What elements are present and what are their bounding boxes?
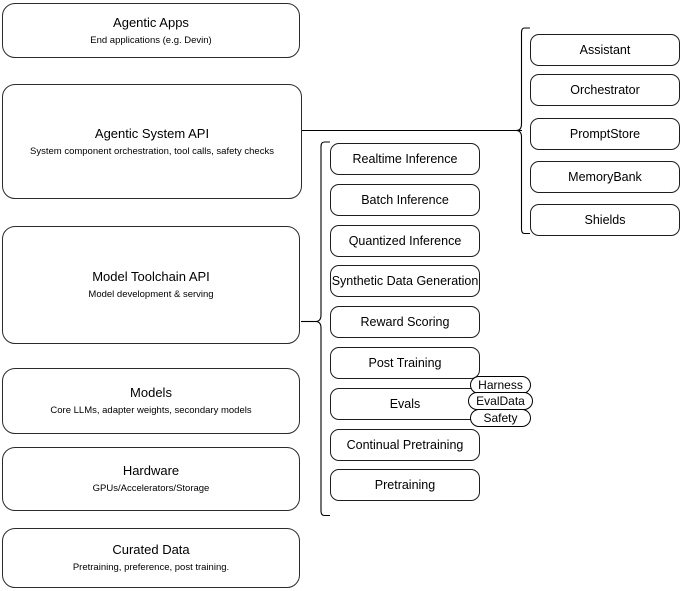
- layer-hardware[interactable]: Hardware GPUs/Accelerators/Storage: [2, 447, 300, 511]
- component-label: Orchestrator: [570, 82, 640, 97]
- layer-title: Models: [130, 385, 172, 400]
- component-label: MemoryBank: [568, 169, 642, 184]
- layer-title: Agentic Apps: [113, 14, 189, 30]
- layer-model-toolchain-api[interactable]: Model Toolchain API Model development & …: [2, 226, 300, 344]
- eval-tag-evaldata[interactable]: EvalData: [468, 392, 533, 410]
- layer-title: Model Toolchain API: [92, 269, 210, 284]
- capability-synthetic-data-generation[interactable]: Synthetic Data Generation: [330, 265, 480, 297]
- component-orchestrator[interactable]: Orchestrator: [530, 74, 680, 106]
- capability-label: Synthetic Data Generation: [331, 273, 479, 288]
- component-label: Shields: [584, 212, 626, 227]
- eval-tag-label: Harness: [478, 378, 523, 392]
- capability-label: Evals: [389, 396, 421, 411]
- eval-tag-label: Safety: [483, 411, 518, 425]
- capability-label: Continual Pretraining: [346, 437, 464, 452]
- component-assistant[interactable]: Assistant: [530, 34, 680, 66]
- component-memorybank[interactable]: MemoryBank: [530, 161, 680, 193]
- layer-agentic-system-api[interactable]: Agentic System API System component orch…: [2, 84, 302, 199]
- layer-title: Agentic System API: [94, 125, 210, 141]
- agentic-components-brace: [515, 27, 530, 235]
- layer-subtitle: Model development & serving: [88, 289, 214, 300]
- component-promptstore[interactable]: PromptStore: [530, 118, 680, 150]
- capability-realtime-inference[interactable]: Realtime Inference: [330, 143, 480, 175]
- layer-agentic-apps[interactable]: Agentic Apps End applications (e.g. Devi…: [2, 3, 300, 58]
- capability-reward-scoring[interactable]: Reward Scoring: [330, 306, 480, 338]
- capability-continual-pretraining[interactable]: Continual Pretraining: [330, 429, 480, 461]
- capability-label: Quantized Inference: [348, 233, 462, 248]
- layer-subtitle: System component orchestration, tool cal…: [30, 145, 274, 157]
- capability-pretraining[interactable]: Pretraining: [330, 469, 480, 501]
- eval-tag-label: EvalData: [476, 394, 525, 408]
- capability-label: Realtime Inference: [352, 151, 458, 166]
- layer-title: Curated Data: [112, 542, 190, 557]
- layer-subtitle: End applications (e.g. Devin): [90, 34, 212, 46]
- toolchain-capabilities-brace: [315, 141, 330, 517]
- capability-evals[interactable]: Evals: [330, 388, 480, 420]
- layer-title: Hardware: [122, 463, 180, 478]
- capability-label: Reward Scoring: [360, 314, 450, 329]
- capability-post-training[interactable]: Post Training: [330, 347, 480, 379]
- capability-quantized-inference[interactable]: Quantized Inference: [330, 225, 480, 257]
- layer-subtitle: GPUs/Accelerators/Storage: [92, 483, 210, 494]
- layer-models[interactable]: Models Core LLMs, adapter weights, secon…: [2, 368, 300, 434]
- layer-subtitle: Core LLMs, adapter weights, secondary mo…: [50, 405, 252, 416]
- capability-batch-inference[interactable]: Batch Inference: [330, 184, 480, 216]
- layer-subtitle: Pretraining, preference, post training.: [72, 562, 230, 573]
- layer-curated-data[interactable]: Curated Data Pretraining, preference, po…: [2, 528, 300, 588]
- component-shields[interactable]: Shields: [530, 204, 680, 236]
- capability-label: Batch Inference: [361, 192, 449, 207]
- component-label: PromptStore: [569, 126, 641, 141]
- capability-label: Pretraining: [374, 477, 436, 492]
- capability-label: Post Training: [368, 355, 442, 370]
- eval-tag-safety[interactable]: Safety: [470, 409, 531, 427]
- component-label: Assistant: [579, 42, 631, 57]
